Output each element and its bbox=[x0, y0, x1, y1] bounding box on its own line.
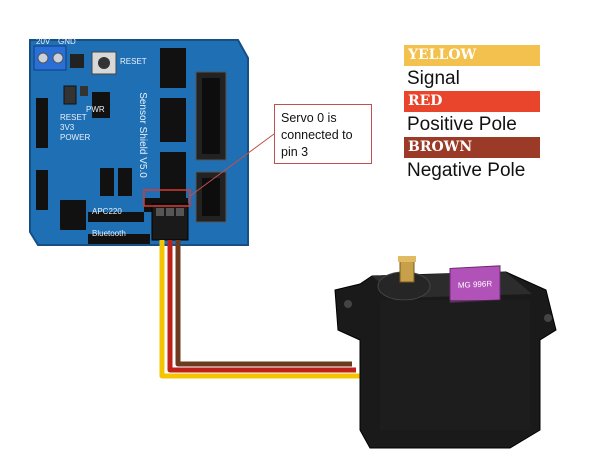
legend-swatch-brown: BROWN bbox=[404, 137, 540, 158]
label-reset: RESET bbox=[120, 57, 147, 66]
servo-model-text: MG 996R bbox=[458, 279, 492, 290]
wire-negative-brown bbox=[175, 240, 352, 367]
label-3v3: 3V3 bbox=[60, 123, 75, 132]
urf-header bbox=[36, 170, 48, 210]
label-power: POWER bbox=[60, 133, 90, 142]
pin3-highlight bbox=[143, 189, 191, 207]
sd-header bbox=[36, 98, 48, 148]
bluetooth-header bbox=[88, 234, 150, 244]
label-gnd: GND bbox=[58, 37, 76, 46]
legend-swatch-red: RED bbox=[404, 91, 540, 112]
board-name: Sensor Shield V5.0 bbox=[137, 92, 148, 178]
servo-motor: MG 996R bbox=[334, 256, 557, 449]
legend-meaning-signal: Signal bbox=[407, 68, 460, 89]
label-pwr: PWR bbox=[86, 105, 105, 114]
label-apc220: APC220 bbox=[92, 207, 122, 216]
legend-meaning-positive: Positive Pole bbox=[407, 114, 517, 135]
callout-text: Servo 0 is connected to pin 3 bbox=[281, 111, 353, 159]
legend-swatch-yellow: YELLOW bbox=[404, 45, 540, 66]
servo-wires bbox=[159, 240, 360, 379]
wire-signal-yellow bbox=[159, 240, 360, 379]
wire-positive-red bbox=[167, 240, 356, 373]
apc220-header bbox=[88, 212, 144, 222]
label-reset2: RESET bbox=[60, 113, 87, 122]
callout-leader-line bbox=[189, 133, 275, 197]
label-power-in: 20V bbox=[36, 37, 51, 46]
switch bbox=[70, 54, 84, 68]
legend-meaning-negative: Negative Pole bbox=[407, 160, 526, 181]
callout-box: Servo 0 is connected to pin 3 bbox=[274, 104, 372, 164]
sensor-shield-board: 20V GND RESET RESET 3V3 POWER PWR APC220… bbox=[29, 37, 249, 246]
label-bluetooth: Bluetooth bbox=[92, 229, 126, 238]
